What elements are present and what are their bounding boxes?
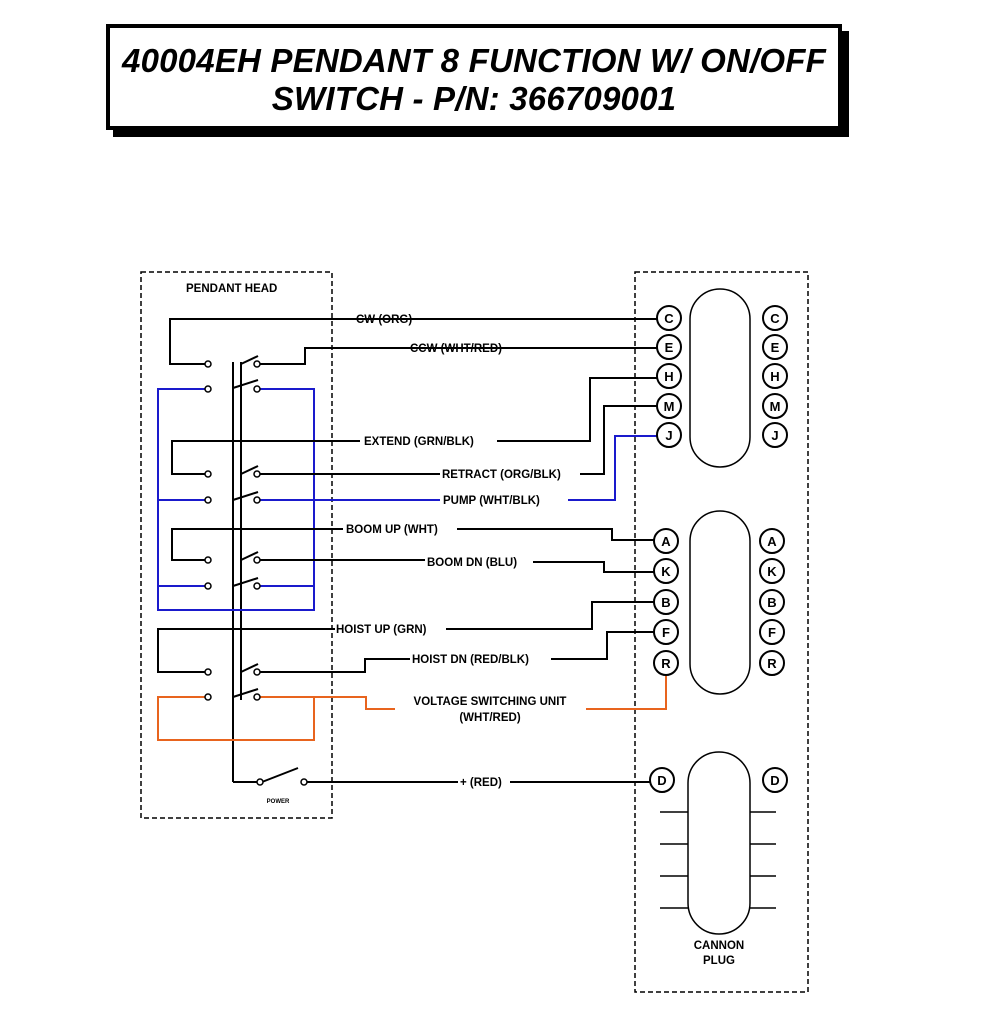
pin-f-right: F (768, 625, 776, 640)
pin-m-right: M (770, 399, 781, 414)
boom-dn-wire-right (533, 561, 658, 573)
pin-a-right: A (767, 534, 777, 549)
contact-dots (204, 360, 308, 786)
pin-h-right: H (770, 369, 779, 384)
orange-loop (157, 696, 315, 741)
connector-1-body (689, 288, 751, 468)
connector-2-body (689, 510, 751, 695)
hoist-dn-wire-right (551, 631, 658, 660)
extend-wire-right (497, 377, 658, 442)
label-voltage-2: (WHT/RED) (459, 712, 520, 724)
label-retract: RETRACT (ORG/BLK) (442, 469, 561, 481)
retract-wire-right (580, 405, 658, 475)
label-hoist-dn: HOIST DN (RED/BLK) (412, 654, 529, 666)
blue-loop (157, 388, 315, 611)
power-switch-label: POWER (267, 799, 290, 805)
pin-r-left: R (661, 656, 671, 671)
title-box: 40004EH PENDANT 8 FUNCTION W/ ON/OFF SWI… (106, 24, 842, 130)
boom-up-wire-right (457, 528, 658, 541)
extend-wire-left (171, 440, 360, 475)
switch-blade (232, 491, 259, 501)
voltage-wire-left (260, 696, 395, 710)
switch-blade (240, 663, 259, 673)
pin-c-right: C (770, 311, 780, 326)
pin-e-right: E (771, 340, 780, 355)
switch-blade (232, 379, 259, 389)
hoist-up-wire-right (446, 601, 658, 630)
switch-blade (240, 551, 259, 561)
pin-h-left: H (664, 369, 673, 384)
pin-f-left: F (662, 625, 670, 640)
switch-blade (232, 688, 259, 698)
hoist-dn-wire-left (260, 658, 410, 673)
label-boom-dn: BOOM DN (BLU) (427, 557, 517, 569)
pin-a-left: A (661, 534, 671, 549)
power-switch-blade (261, 767, 299, 783)
label-ccw: CCW (WHT/RED) (410, 343, 502, 355)
label-hoist-up: HOIST UP (GRN) (336, 624, 427, 636)
pin-d-left: D (657, 773, 666, 788)
boom-up-wire-left (171, 528, 343, 561)
cw-wire (169, 318, 658, 365)
title-line-2: SWITCH - P/N: 366709001 (271, 80, 677, 117)
switch-blade (240, 465, 259, 475)
pin-k-left: K (661, 564, 671, 579)
connector-1-pins-left: C E H M J (656, 305, 682, 448)
pin-m-left: M (664, 399, 675, 414)
switch-blade (240, 355, 259, 365)
cannon-plug-pins: D D (649, 767, 788, 793)
connector-1-pins-right: C E H M J (762, 305, 788, 448)
connector-2-pins-left: A K B F R (653, 528, 679, 676)
cannon-plug-label-2: PLUG (703, 955, 735, 967)
cannon-plug-body (687, 751, 751, 935)
connector-2-pins-right: A K B F R (759, 528, 785, 676)
hoist-up-wire-left (157, 628, 335, 673)
label-pump: PUMP (WHT/BLK) (443, 495, 540, 507)
switch-blade (232, 577, 259, 587)
cannon-plug-label-1: CANNON (694, 940, 744, 952)
pump-wire-right (568, 435, 658, 501)
ccw-wire (260, 347, 658, 365)
pin-k-right: K (767, 564, 777, 579)
pendant-head-label: PENDANT HEAD (186, 283, 277, 295)
pin-b-left: B (661, 595, 670, 610)
voltage-wire-right (586, 676, 667, 710)
pin-j-right: J (771, 428, 778, 443)
label-extend: EXTEND (GRN/BLK) (364, 436, 474, 448)
pin-b-right: B (767, 595, 776, 610)
pendant-head-box (140, 271, 333, 819)
label-red: + (RED) (460, 777, 502, 789)
title-line-1: 40004EH PENDANT 8 FUNCTION W/ ON/OFF (122, 42, 826, 79)
pin-d-right: D (770, 773, 779, 788)
pin-r-right: R (767, 656, 777, 671)
label-voltage-1: VOLTAGE SWITCHING UNIT (414, 696, 567, 708)
pin-e-left: E (665, 340, 674, 355)
pin-j-left: J (665, 428, 672, 443)
label-cw: CW (ORG) (356, 314, 412, 326)
label-boom-up: BOOM UP (WHT) (346, 524, 438, 536)
pin-c-left: C (664, 311, 674, 326)
